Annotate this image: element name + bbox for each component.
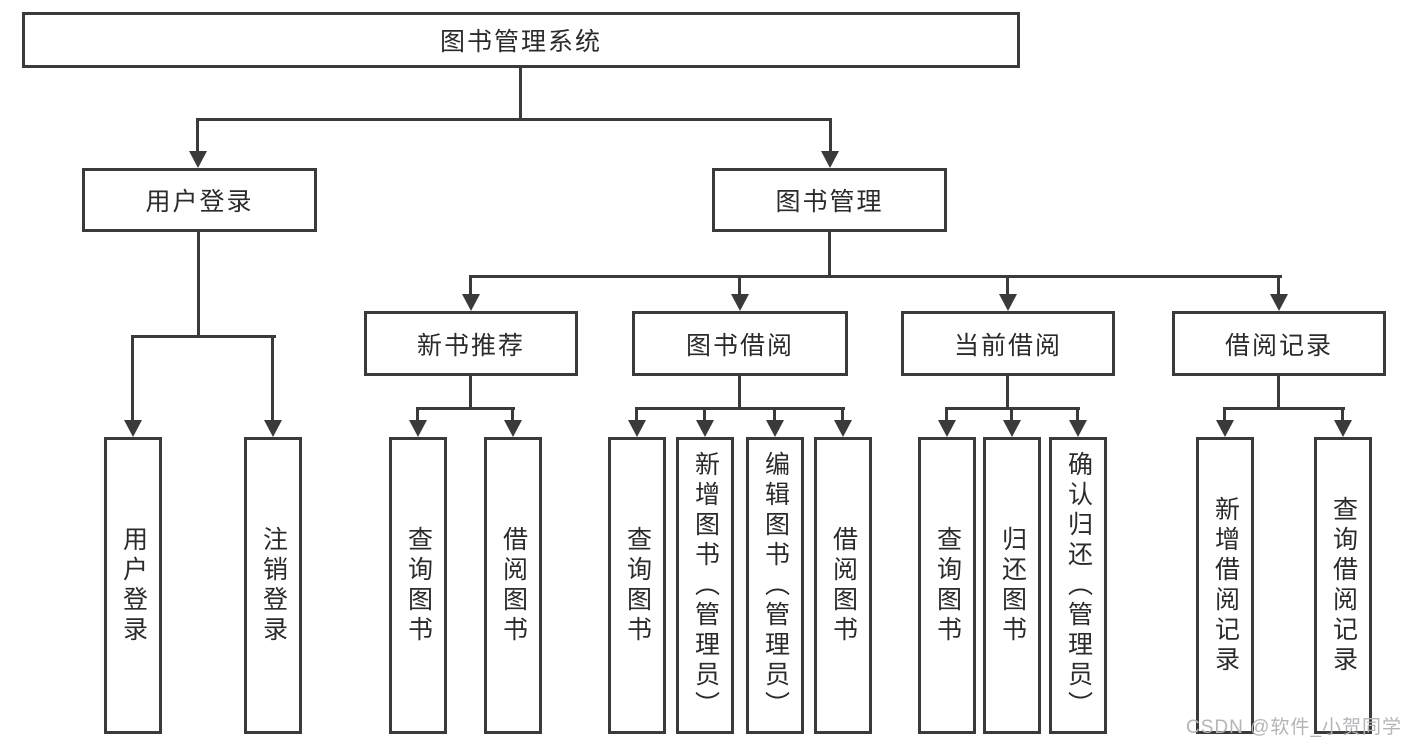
- node-label: 查询借阅记录: [1329, 495, 1358, 676]
- connector-bar: [416, 407, 515, 410]
- node-borrow-books: 借阅图书: [814, 437, 872, 734]
- connector-stem: [1006, 374, 1009, 410]
- node-label: 当前借阅: [953, 331, 1062, 360]
- arrow-down-icon: [462, 294, 480, 311]
- csdn-watermark: CSDN @软件_小贺同学: [1186, 717, 1402, 738]
- connector-stem: [635, 409, 638, 422]
- arrow-down-icon: [696, 420, 714, 437]
- node-label: 确认归还（管理员）: [1064, 450, 1093, 721]
- node-label: 新增图书（管理员）: [691, 450, 720, 721]
- node-label: 借阅记录: [1224, 331, 1333, 360]
- node-query-books: 查询图书: [918, 437, 976, 734]
- connector-stem: [738, 374, 741, 410]
- arrow-down-icon: [821, 151, 839, 168]
- node-label: 图书管理系统: [439, 28, 602, 56]
- node-label: 新书推荐: [416, 331, 525, 360]
- node-user-login: 用户登录: [82, 168, 317, 232]
- node-label: 查询图书: [933, 525, 962, 646]
- node-current-borrowing: 当前借阅: [901, 311, 1115, 376]
- node-label: 用户登录: [145, 188, 254, 216]
- connector-stem: [1223, 409, 1226, 422]
- connector-stem: [416, 409, 419, 422]
- node-label: 注销登录: [259, 525, 288, 646]
- connector-root-stem: [519, 66, 522, 121]
- arrow-down-icon: [409, 420, 427, 437]
- node-book-management: 图书管理: [712, 168, 947, 232]
- arrow-down-icon: [1334, 420, 1352, 437]
- connector-stem: [829, 118, 832, 152]
- connector-stem: [1341, 409, 1344, 422]
- connector-stem: [271, 335, 274, 421]
- node-query-books: 查询图书: [389, 437, 447, 734]
- node-borrow-books: 借阅图书: [484, 437, 542, 734]
- connector-stem: [1277, 275, 1280, 295]
- node-label: 图书借阅: [685, 331, 794, 360]
- connector-bar: [945, 407, 1080, 410]
- node-label: 借阅图书: [499, 525, 528, 646]
- connector-stem: [703, 409, 706, 422]
- arrow-down-icon: [1216, 420, 1234, 437]
- node-label: 用户登录: [119, 525, 148, 646]
- connector-bar: [1223, 407, 1345, 410]
- node-new-book-recommendation: 新书推荐: [364, 311, 578, 376]
- arrow-down-icon: [504, 420, 522, 437]
- arrow-down-icon: [1069, 420, 1087, 437]
- connector-stem: [1006, 275, 1009, 295]
- node-label: 借阅图书: [829, 525, 858, 646]
- connector-stem: [469, 275, 472, 295]
- connector-stem: [511, 409, 514, 422]
- connector-stem: [1277, 374, 1280, 410]
- arrow-down-icon: [124, 420, 142, 437]
- arrow-down-icon: [938, 420, 956, 437]
- node-label: 编辑图书（管理员）: [761, 450, 790, 721]
- connector-bar: [131, 335, 276, 338]
- node-logout-action: 注销登录: [244, 437, 302, 734]
- connector-level2-bar: [196, 118, 832, 121]
- node-label: 图书管理: [775, 188, 884, 216]
- connector-stem: [773, 409, 776, 422]
- connector-stem: [1010, 409, 1013, 422]
- arrow-down-icon: [189, 151, 207, 168]
- connector-stem: [1076, 409, 1079, 422]
- node-label: 查询图书: [404, 525, 433, 646]
- node-query-borrow-record: 查询借阅记录: [1314, 437, 1372, 734]
- connector-level3-bar: [469, 275, 1282, 278]
- node-edit-book-admin: 编辑图书（管理员）: [746, 437, 804, 734]
- arrow-down-icon: [834, 420, 852, 437]
- arrow-down-icon: [264, 420, 282, 437]
- node-book-borrowing: 图书借阅: [632, 311, 848, 376]
- node-confirm-return-admin: 确认归还（管理员）: [1049, 437, 1107, 734]
- node-user-login-action: 用户登录: [104, 437, 162, 734]
- arrow-down-icon: [628, 420, 646, 437]
- connector-stem: [469, 374, 472, 410]
- connector-stem: [738, 275, 741, 295]
- arrow-down-icon: [1003, 420, 1021, 437]
- connector-stem: [196, 118, 199, 152]
- connector-bar: [635, 407, 845, 410]
- node-add-book-admin: 新增图书（管理员）: [676, 437, 734, 734]
- connector-stem: [945, 409, 948, 422]
- arrow-down-icon: [1270, 294, 1288, 311]
- connector-stem: [131, 335, 134, 421]
- node-return-books: 归还图书: [983, 437, 1041, 734]
- connector-stem: [841, 409, 844, 422]
- node-borrowing-records: 借阅记录: [1172, 311, 1386, 376]
- node-label: 新增借阅记录: [1211, 495, 1240, 676]
- node-query-books: 查询图书: [608, 437, 666, 734]
- node-label: 归还图书: [998, 525, 1027, 646]
- node-label: 查询图书: [623, 525, 652, 646]
- node-library-system: 图书管理系统: [22, 12, 1020, 68]
- arrow-down-icon: [766, 420, 784, 437]
- connector-stem: [828, 230, 831, 278]
- node-add-borrow-record: 新增借阅记录: [1196, 437, 1254, 734]
- arrow-down-icon: [999, 294, 1017, 311]
- connector-stem: [197, 230, 200, 338]
- arrow-down-icon: [731, 294, 749, 311]
